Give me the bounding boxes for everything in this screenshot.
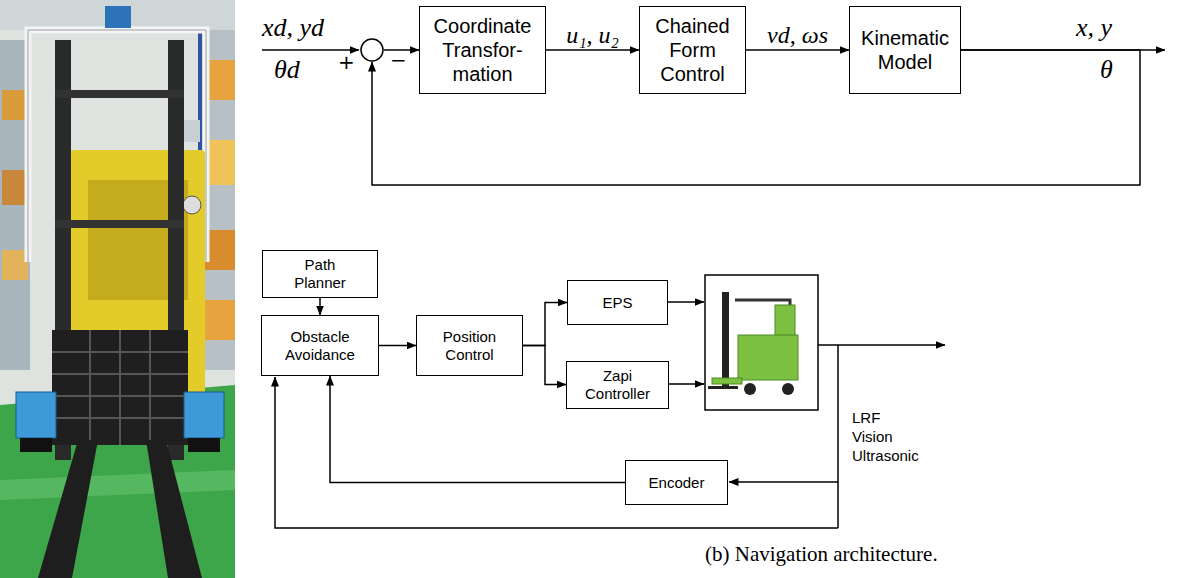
output-signal: x, y (1076, 14, 1112, 43)
photo-background (0, 0, 235, 578)
backrest-grid (52, 330, 188, 445)
connector (319, 298, 321, 315)
picture-frame (705, 275, 818, 410)
shelf-box (205, 300, 235, 340)
box-text-stack: Path Planner (289, 256, 351, 292)
truck-body (738, 335, 798, 380)
junction-outline (360, 38, 384, 62)
truck-mast (722, 292, 729, 387)
block-box: Encoder (625, 460, 728, 505)
fork (146, 440, 202, 578)
diagram-wires (262, 50, 1165, 528)
truck-wheel (782, 383, 794, 395)
box-text: Obstacle Avoidance (270, 328, 370, 364)
connector (379, 345, 416, 347)
sensor-name: Ultrasonic (852, 448, 919, 465)
box-text: Encoder (649, 474, 705, 492)
mast-crossbar (55, 220, 184, 228)
sign-label: − (390, 50, 407, 70)
box-text-stack: Chained Form Control (648, 14, 737, 86)
wheel (20, 438, 52, 452)
block-box: Chained Form Control (639, 6, 746, 94)
input-line (262, 49, 359, 51)
block-box: EPS (567, 280, 668, 325)
sensor-name: Vision (852, 429, 893, 446)
connector (746, 49, 849, 51)
sensor-line (729, 481, 838, 483)
signal-arrow (668, 301, 704, 303)
mast-crossbar (55, 90, 184, 98)
box-text: Zapi Controller (575, 367, 660, 403)
connector (546, 49, 639, 51)
box-text-stack: Encoder (649, 474, 705, 492)
box-text-stack: Kinematic Model (858, 26, 952, 74)
shelf-box (2, 90, 28, 120)
signal-arrow (668, 383, 704, 385)
sensor-line (837, 345, 839, 528)
signal-label: vd, ωs (765, 22, 830, 48)
top-sensor (105, 6, 131, 28)
wheel (188, 438, 220, 452)
box-text: Coordinate Transfor- mation (428, 14, 537, 86)
input-signal: θd (274, 56, 300, 85)
box-text: EPS (602, 294, 632, 312)
forklift-photo (0, 0, 235, 578)
laser-sensor (184, 392, 224, 438)
summing-junction: +− (360, 38, 384, 62)
box-text: Position Control (425, 328, 514, 364)
ceiling (0, 0, 235, 30)
box-text-stack: Obstacle Avoidance (270, 328, 370, 364)
box-text: Kinematic Model (858, 26, 952, 74)
laser-sensor (16, 392, 56, 438)
reach-truck-picture (705, 275, 818, 410)
sensor-name: LRF (852, 410, 880, 427)
block-box: Position Control (416, 315, 523, 376)
sign-label: + (338, 52, 355, 72)
junction-circle (361, 39, 383, 61)
block-box: Zapi Controller (566, 361, 669, 409)
shelf-box (2, 250, 28, 280)
floor-reflection (0, 470, 235, 500)
block-box: Path Planner (262, 250, 378, 298)
box-text-stack: Zapi Controller (575, 367, 660, 403)
shelf-box (2, 170, 28, 205)
signal-label: u₁, u₂ (564, 22, 621, 48)
box-text: Chained Form Control (648, 14, 737, 86)
output-signal: θ (1100, 56, 1113, 85)
block-box: Kinematic Model (849, 6, 961, 94)
truck-fork (708, 386, 738, 389)
truck-wheel (744, 383, 756, 395)
gauge (183, 196, 201, 214)
figure-caption: (b) Navigation architecture. (705, 542, 938, 567)
box-text-stack: EPS (602, 294, 632, 312)
connector (523, 346, 566, 385)
box-text-stack: Coordinate Transfor- mation (428, 14, 537, 86)
box-text-stack: Position Control (425, 328, 514, 364)
block-box: Coordinate Transfor- mation (419, 6, 546, 94)
carriage (52, 330, 188, 445)
fork (38, 440, 98, 578)
output-line (818, 344, 945, 346)
block-box: Obstacle Avoidance (261, 315, 379, 376)
box-text: Path Planner (289, 256, 351, 292)
connector (523, 303, 567, 346)
truck-leg (712, 378, 742, 384)
input-signal: xd, yd (262, 14, 324, 43)
